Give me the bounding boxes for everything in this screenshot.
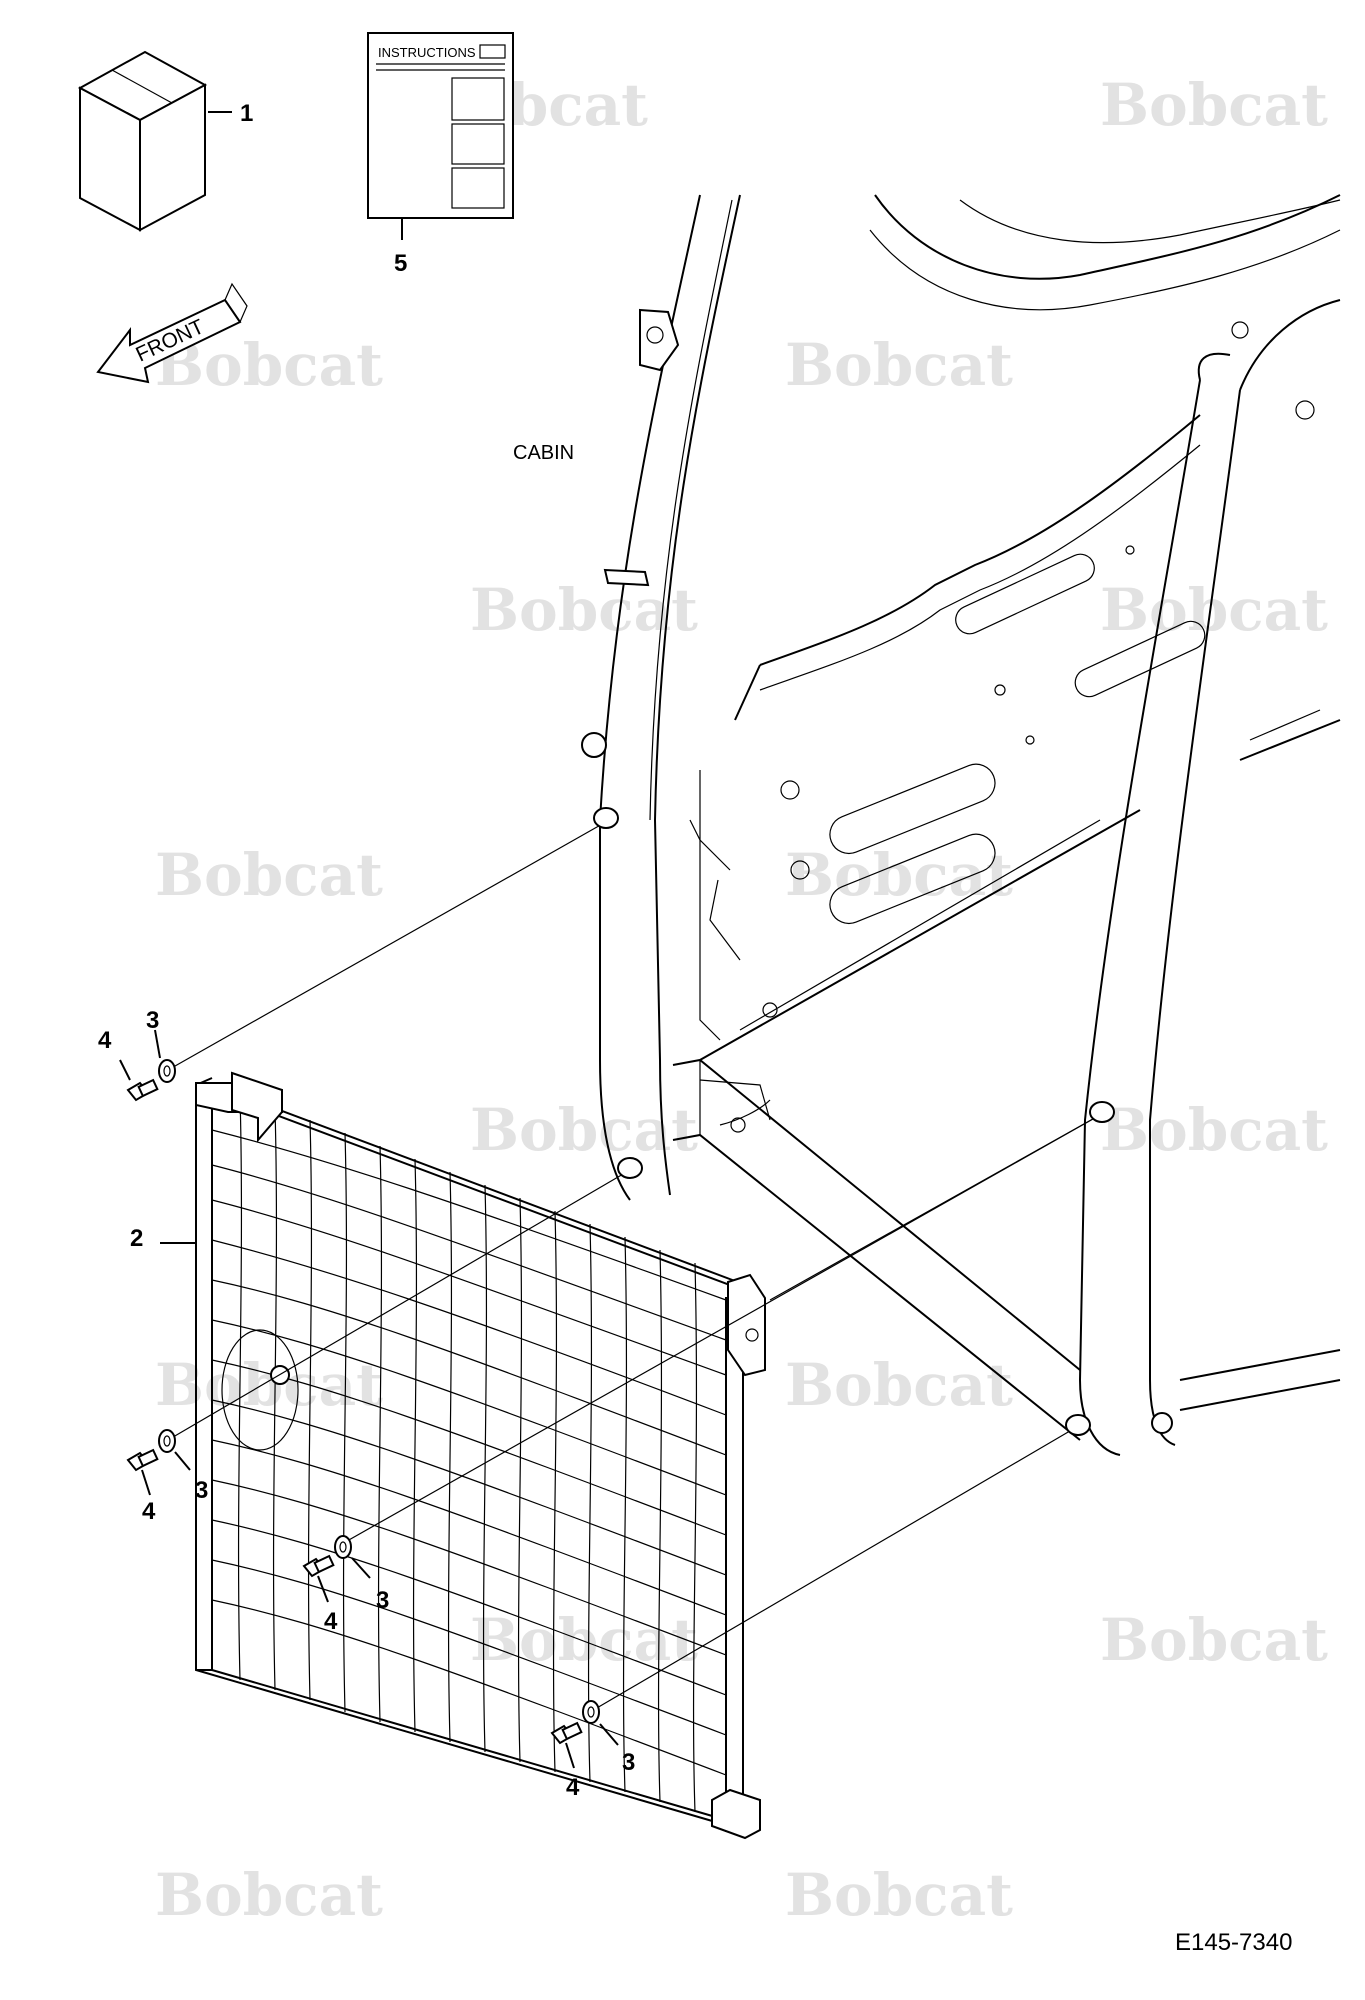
callout-leader bbox=[351, 1557, 371, 1579]
watermark-row-2: Bobcat Bobcat bbox=[155, 331, 1013, 399]
washer-icon bbox=[334, 1535, 352, 1559]
callout-leader bbox=[141, 1469, 151, 1496]
callout-3: 3 bbox=[146, 1007, 159, 1034]
watermark-row-7: Bobcat Bobcat bbox=[470, 1606, 1328, 1674]
callout-leader bbox=[317, 1575, 329, 1603]
fastener-set-d: 4 3 bbox=[550, 1700, 635, 1801]
watermark-row-5: Bobcat Bobcat bbox=[470, 1096, 1328, 1164]
cabin-mount-points bbox=[593, 807, 1115, 1436]
callout-3: 3 bbox=[376, 1587, 389, 1614]
callout-4: 4 bbox=[98, 1027, 112, 1054]
watermark-text: Bobcat bbox=[155, 841, 383, 909]
watermark-text: Bobcat bbox=[155, 1861, 383, 1929]
callout-3: 3 bbox=[195, 1477, 208, 1504]
callout-leader bbox=[565, 1742, 575, 1769]
callout-4: 4 bbox=[142, 1498, 156, 1525]
bolt-icon bbox=[126, 1448, 159, 1472]
watermark-text: Bobcat bbox=[785, 331, 1013, 399]
callout-5: 5 bbox=[394, 250, 407, 277]
figure-code: E145-7340 bbox=[1175, 1929, 1292, 1956]
washer-icon bbox=[158, 1059, 176, 1083]
watermark-row-8: Bobcat Bobcat bbox=[155, 1861, 1013, 1929]
washer-icon bbox=[582, 1700, 600, 1724]
assembly-leader-lines bbox=[167, 822, 1101, 1713]
watermark-text: Bobcat bbox=[1100, 71, 1328, 139]
watermark-text: Bobcat bbox=[470, 576, 698, 644]
callout-leader bbox=[174, 1451, 191, 1471]
callout-1: 1 bbox=[240, 100, 253, 127]
watermark-row-4: Bobcat Bobcat bbox=[155, 841, 1013, 909]
bolt-icon bbox=[550, 1721, 583, 1745]
callout-leader bbox=[119, 1059, 131, 1081]
fastener-set-b: 4 3 bbox=[126, 1429, 208, 1525]
watermark-row-3: Bobcat Bobcat bbox=[470, 576, 1328, 644]
kit-box-icon bbox=[77, 50, 208, 232]
fastener-set-c: 4 3 bbox=[302, 1535, 389, 1635]
cabin-label: CABIN bbox=[513, 442, 574, 464]
watermark-text: Bobcat bbox=[155, 1351, 383, 1419]
bolt-icon bbox=[302, 1554, 335, 1578]
bolt-icon bbox=[126, 1078, 159, 1102]
instructions-heading: INSTRUCTIONS bbox=[378, 45, 476, 60]
watermark-layer: Bobcat Bobcat Bobcat Bobcat Bobcat Bobca… bbox=[155, 71, 1328, 1929]
watermark-text: Bobcat bbox=[785, 1351, 1013, 1419]
watermark-text: Bobcat bbox=[785, 841, 1013, 909]
fastener-set-a: 4 3 bbox=[98, 1007, 176, 1102]
callout-2: 2 bbox=[130, 1225, 143, 1252]
watermark-row-1: Bobcat Bobcat bbox=[420, 71, 1328, 139]
washer-icon bbox=[158, 1429, 176, 1453]
callout-4: 4 bbox=[324, 1608, 338, 1635]
callout-leader bbox=[599, 1723, 619, 1746]
watermark-text: Bobcat bbox=[1100, 1606, 1328, 1674]
cabin-frame-drawing bbox=[581, 194, 1341, 1456]
watermark-text: Bobcat bbox=[470, 1096, 698, 1164]
watermark-text: Bobcat bbox=[1100, 1096, 1328, 1164]
cargo-net-assembly bbox=[195, 1071, 766, 1840]
watermark-text: Bobcat bbox=[470, 1606, 698, 1674]
watermark-text: Bobcat bbox=[785, 1861, 1013, 1929]
callout-leader bbox=[154, 1029, 161, 1059]
callout-4: 4 bbox=[566, 1774, 580, 1801]
callout-3: 3 bbox=[622, 1749, 635, 1776]
instructions-sheet-icon: INSTRUCTIONS bbox=[367, 32, 514, 219]
